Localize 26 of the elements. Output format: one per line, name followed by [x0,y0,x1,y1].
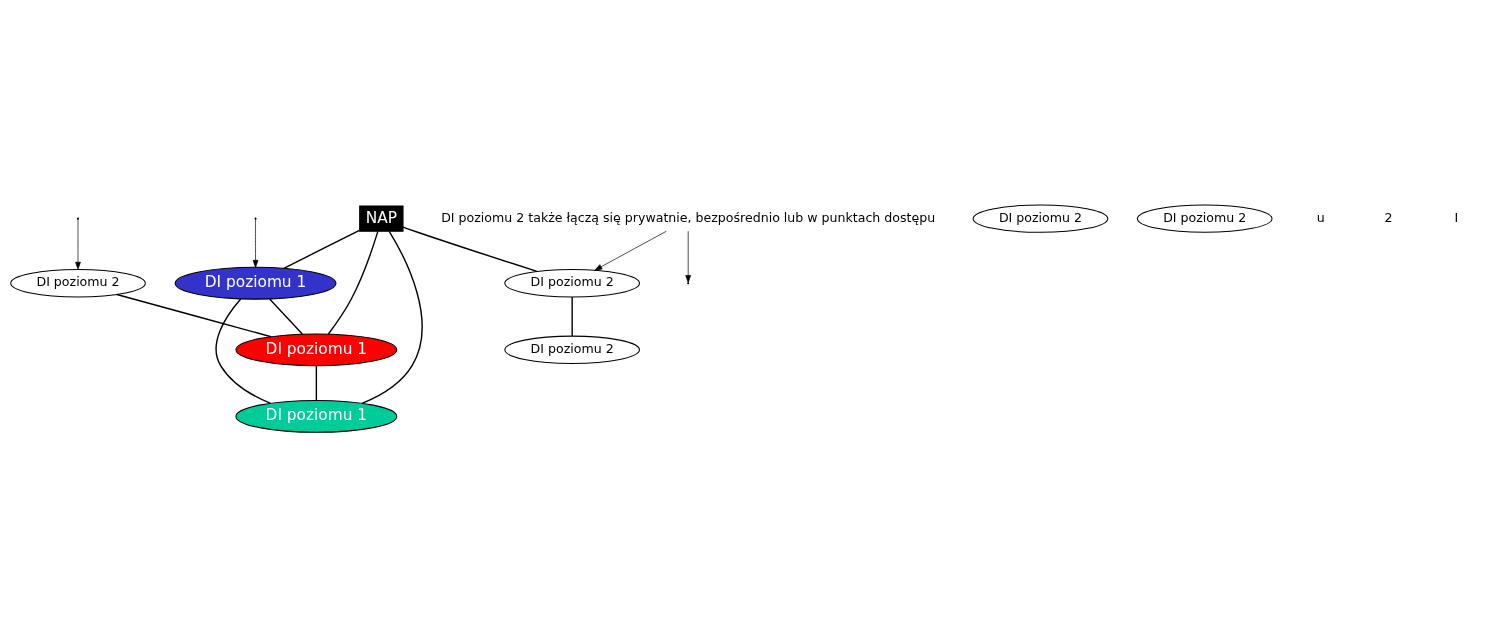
node-ellipse: DI poziomu 2 [10,269,146,298]
node-ellipse: DI poziomu 2 [504,269,641,298]
connector [315,364,318,402]
node-ellipse: DI poziomu 1 [174,266,337,300]
connector [327,230,379,335]
label: I [1454,209,1459,225]
connector [402,226,538,273]
node-ellipse: DI poziomu 2 [1136,204,1273,233]
arrow [75,219,81,270]
label: u [1316,209,1325,225]
connector [361,230,423,405]
arrow [685,230,691,283]
label: 2 [1384,209,1393,225]
arrow [252,219,259,268]
connector [268,298,304,335]
node-ellipse: DI poziomu 1 [235,333,398,367]
node-ellipse: DI poziomu 2 [972,204,1109,233]
node-ellipse: DI poziomu 1 [235,399,398,433]
connector [116,293,272,338]
connector [571,296,573,337]
node-ellipse: DI poziomu 2 [504,335,641,365]
node-text: DI poziomu 2 także łączą się prywatnie, bezpośrednio lub w punktach dostępu [441,209,936,225]
connector [283,229,361,269]
arrow [594,230,667,271]
node-box: NAP [359,205,404,232]
connector [215,298,272,405]
